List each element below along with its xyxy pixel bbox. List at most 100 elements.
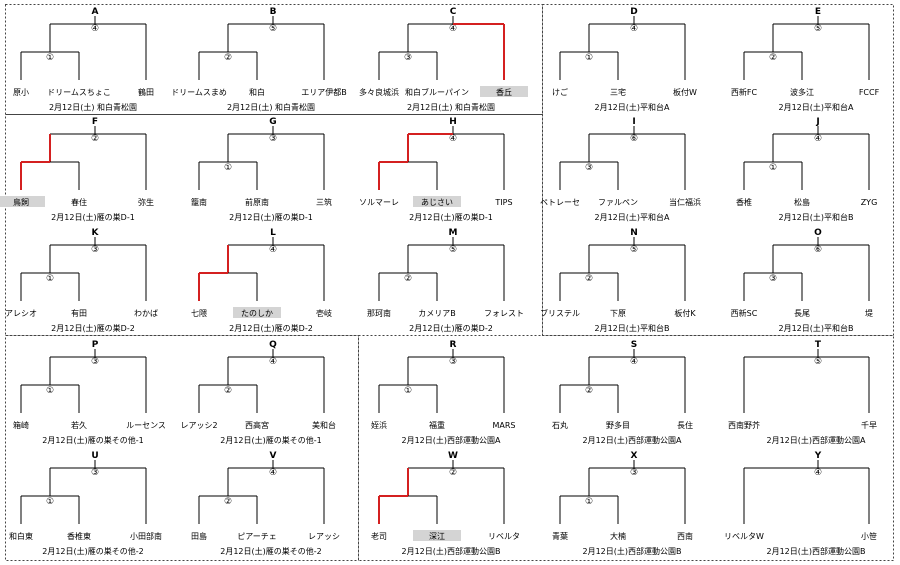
sub-round-number: ① [404, 386, 412, 396]
round-number: ④ [630, 357, 638, 367]
bracket-letter: D [630, 7, 637, 17]
bracket-p: P③①箱崎若久ルーセンス2月12日(土)雁の巣その他-1 [13, 340, 166, 445]
team-name: 和白ブルーパイン [405, 87, 469, 97]
team-name: 多々良城浜 [359, 87, 399, 97]
team-name: たのしか [241, 309, 273, 318]
team-name: 板付K [674, 308, 696, 318]
round-number: ④ [630, 24, 638, 34]
bracket-letter: F [92, 117, 98, 127]
team-name: あじさい [421, 198, 453, 207]
team-name: MARS [492, 421, 515, 430]
team-highlight [480, 86, 528, 97]
team-name: フォレスト [484, 309, 524, 318]
team-name: ファルペン [598, 198, 638, 207]
team-name: 香椎東 [67, 531, 91, 541]
bracket-x: X③①青葉大楠西南2月12日(土)西部運動公園B [552, 451, 693, 556]
bracket-letter: J [815, 117, 819, 127]
bracket-g: G③①籠南前原南三筑2月12日(土)雁の巣D-1 [191, 117, 332, 222]
bracket-letter: P [92, 340, 99, 350]
bracket-letter: N [630, 228, 638, 238]
team-name: 大楠 [610, 531, 626, 541]
team-name: レアッシ2 [180, 421, 217, 430]
bracket-letter: B [270, 7, 277, 17]
match-venue-caption: 2月12日(土)雁の巣その他-2 [220, 546, 322, 556]
round-number: ③ [91, 245, 99, 255]
match-venue-caption: 2月12日(土)雁の巣D-1 [229, 212, 313, 222]
bracket-t: T⑤西南野芥千早2月12日(土)西部運動公園A [728, 340, 877, 445]
team-name: ドリームスまめ [171, 88, 227, 97]
sub-round-number: ② [585, 274, 593, 284]
match-venue-caption: 2月12日(土)西部運動公園A [767, 435, 867, 445]
team-name: わかば [134, 309, 158, 318]
bracket-a: A④①原小ドリームスちょこ鶴田2月12日(土) 和白青松園 [13, 7, 154, 112]
bracket-letter: T [815, 340, 822, 350]
bracket-letter: Y [814, 451, 822, 461]
match-venue-caption: 2月12日(土)平和台B [779, 323, 854, 333]
round-number: ⑤ [630, 245, 638, 255]
bracket-letter: I [632, 117, 635, 127]
team-name: 松島 [794, 197, 810, 207]
team-highlight [0, 196, 45, 207]
bracket-letter: U [91, 451, 98, 461]
sub-round-number: ② [224, 497, 232, 507]
team-name: ルーセンス [126, 421, 166, 430]
round-number: ③ [630, 468, 638, 478]
team-name: 西新SC [731, 308, 758, 318]
team-name: エリア伊都B [301, 87, 347, 97]
bracket-letter: H [449, 117, 457, 127]
match-venue-caption: 2月12日(土)西部運動公園B [767, 546, 866, 556]
match-venue-caption: 2月12日(土)西部運動公園A [583, 435, 683, 445]
sub-round-number: ② [769, 53, 777, 63]
sub-round-number: ① [769, 163, 777, 173]
round-number: ⑥ [814, 245, 822, 255]
match-venue-caption: 2月12日(土)平和台A [779, 102, 855, 112]
team-name: 老司 [371, 531, 387, 541]
round-number: ③ [91, 468, 99, 478]
match-venue-caption: 2月12日(土) 和白青松園 [227, 102, 315, 112]
team-name: 前原南 [245, 197, 269, 207]
match-venue-caption: 2月12日(土)雁の巣その他-2 [42, 546, 144, 556]
sub-round-number: ① [46, 274, 54, 284]
round-number: ⑥ [630, 134, 638, 144]
team-name: 小笹 [861, 531, 877, 541]
round-number: ③ [449, 357, 457, 367]
team-highlight [413, 530, 461, 541]
match-venue-caption: 2月12日(土)雁の巣D-2 [229, 323, 313, 333]
bracket-letter: V [270, 451, 277, 461]
bracket-letter: S [631, 340, 637, 350]
team-name: 若久 [71, 420, 87, 430]
bracket-letter: E [815, 7, 821, 17]
match-venue-caption: 2月12日(土)平和台A [595, 212, 671, 222]
team-name: 西南 [677, 531, 693, 541]
round-number: ⑤ [814, 357, 822, 367]
match-venue-caption: 2月12日(土)雁の巣D-2 [51, 323, 135, 333]
team-name: ZYG [861, 198, 878, 207]
team-highlight [413, 196, 461, 207]
bracket-letter: O [814, 228, 822, 238]
round-number: ④ [449, 24, 457, 34]
match-venue-caption: 2月12日(土)平和台B [779, 212, 854, 222]
team-name: FCCF [859, 88, 880, 97]
team-name: 堤 [865, 308, 873, 318]
team-name: 壱岐 [316, 308, 332, 318]
bracket-letter: R [450, 340, 457, 350]
frame-east [542, 4, 894, 336]
team-name: 鶴田 [138, 87, 154, 97]
team-name: TIPS [494, 198, 512, 207]
team-name: ソルマーレ [359, 198, 399, 207]
team-name: 長住 [677, 420, 693, 430]
round-number: ⑤ [449, 245, 457, 255]
bracket-letter: A [92, 7, 99, 17]
match-venue-caption: 2月12日(土)平和台B [595, 323, 670, 333]
round-number: ④ [269, 357, 277, 367]
round-number: ⑤ [814, 24, 822, 34]
match-venue-caption: 2月12日(土)平和台A [595, 102, 671, 112]
bracket-letter: C [450, 7, 457, 17]
team-name: カメリアB [418, 309, 456, 318]
sub-round-number: ① [46, 53, 54, 63]
